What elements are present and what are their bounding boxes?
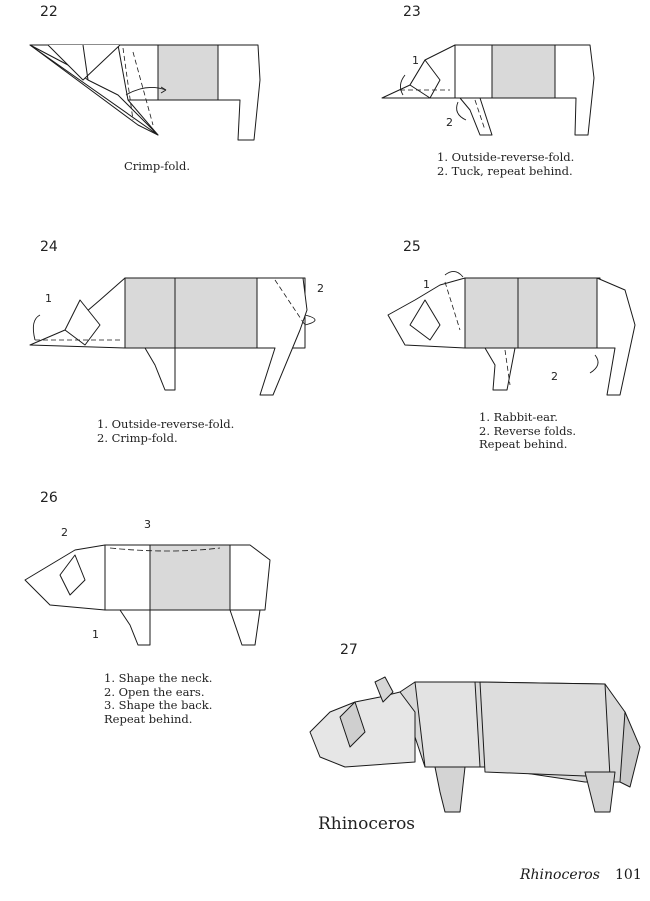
marker-label: 1 — [423, 278, 430, 291]
footer-title: Rhinoceros — [520, 867, 600, 883]
step-number: 25 — [403, 239, 421, 255]
step-26-diagram: 2 3 1 — [24, 518, 271, 646]
step-22-diagram — [29, 44, 261, 141]
marker-label: 1 — [412, 54, 419, 67]
step-25-diagram: 1 2 — [387, 271, 636, 396]
step-caption: 1. Outside-reverse-fold. 2. Tuck, repeat… — [437, 150, 575, 178]
step-number: 26 — [40, 490, 58, 506]
step-number: 27 — [340, 642, 358, 658]
step-27-finished-model — [309, 676, 641, 813]
marker-label: 2 — [317, 282, 324, 295]
marker-label: 2 — [61, 526, 68, 539]
step-caption: 1. Outside-reverse-fold. 2. Crimp-fold. — [97, 417, 235, 445]
step-caption: 1. Shape the neck. 2. Open the ears. 3. … — [104, 671, 213, 726]
step-caption: 1. Rabbit-ear. 2. Reverse folds. Repeat … — [479, 410, 577, 451]
marker-label: 1 — [45, 292, 52, 305]
page-number: 101 — [615, 867, 642, 883]
step-number: 22 — [40, 4, 58, 20]
marker-label: 1 — [92, 628, 99, 641]
marker-label: 3 — [144, 518, 151, 531]
step-number: 23 — [403, 4, 421, 20]
marker-label: 2 — [446, 116, 453, 129]
step-caption: Crimp-fold. — [124, 159, 191, 173]
step-number: 24 — [40, 239, 58, 255]
step-24-diagram: 1 2 — [29, 277, 324, 396]
marker-label: 2 — [551, 370, 558, 383]
model-name: Rhinoceros — [318, 814, 416, 834]
page-footer: Rhinoceros 101 — [520, 864, 642, 883]
step-23-diagram: 1 2 — [381, 44, 595, 136]
